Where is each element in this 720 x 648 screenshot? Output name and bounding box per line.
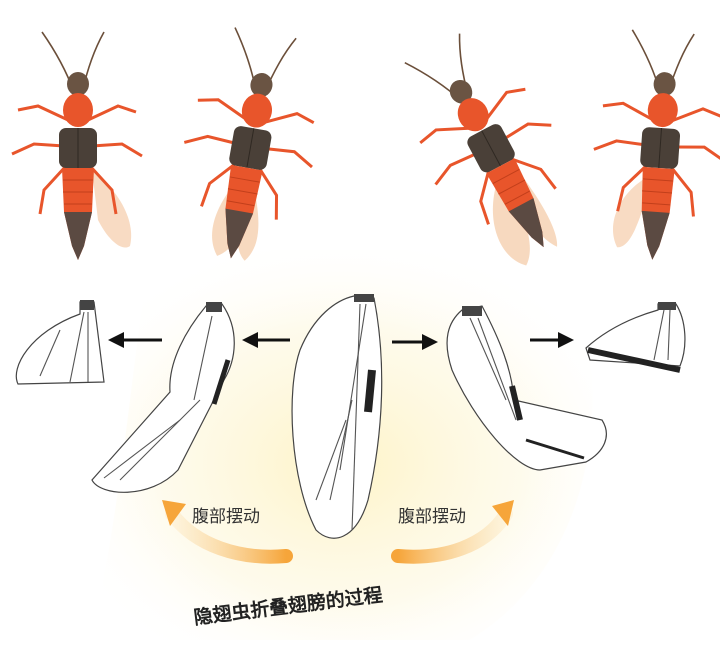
beetle-illustration-4 xyxy=(586,28,720,265)
beetle-illustration-2 xyxy=(166,22,334,269)
wing-stage-folded-left xyxy=(16,300,104,384)
wing-stage-folded-right xyxy=(586,302,685,370)
beetle-illustration-3 xyxy=(378,16,604,285)
label-abdomen-swing-left: 腹部摆动 xyxy=(192,507,260,527)
label-abdomen-swing-right: 腹部摆动 xyxy=(398,507,466,527)
beetle-illustration-1 xyxy=(12,32,142,260)
